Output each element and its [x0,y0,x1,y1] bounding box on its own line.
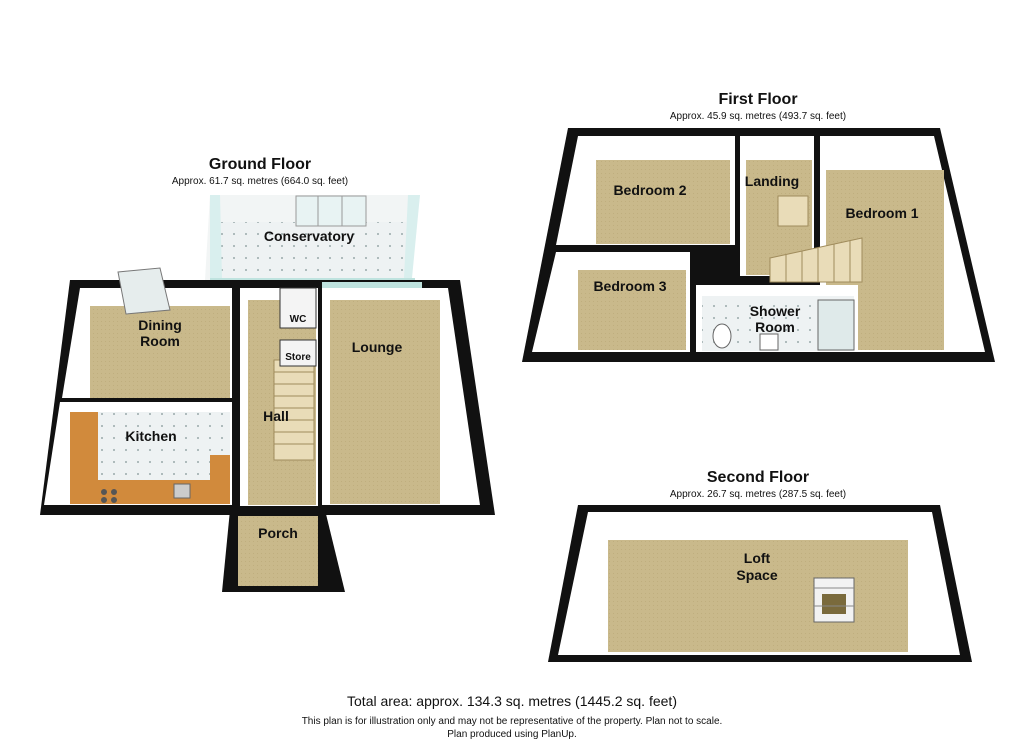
first-floor-title: First Floor [718,91,798,108]
bedroom-2 [556,136,735,245]
label-bedroom-3: Bedroom 3 [593,278,666,294]
loft-hatch-ladder [813,577,855,623]
label-loft-1: Loft [744,550,771,566]
label-conservatory: Conservatory [264,228,354,244]
label-dining-2: Room [140,333,180,349]
credit: Plan produced using PlanUp. [447,729,577,740]
label-landing: Landing [745,173,799,189]
label-bedroom-2: Bedroom 2 [613,182,686,198]
porch-room [222,510,345,592]
label-lounge: Lounge [352,339,403,355]
first-floor-plan [522,128,995,362]
first-floor-staircase [769,237,863,283]
bedroom-3 [532,252,690,352]
ground-floor-area: Approx. 61.7 sq. metres (664.0 sq. feet) [171,176,349,187]
ground-floor-title: Ground Floor [208,156,312,173]
second-floor-plan [548,505,972,662]
second-floor-title: Second Floor [706,469,810,486]
label-loft-2: Space [736,567,777,583]
label-store: Store [285,352,311,363]
total-area: Total area: approx. 134.3 sq. metres (14… [347,693,677,709]
label-hall: Hall [263,408,289,424]
first-floor-area: Approx. 45.9 sq. metres (493.7 sq. feet) [669,111,847,122]
ground-floor-plan [40,195,495,592]
hall-area [240,287,318,506]
label-bedroom-1: Bedroom 1 [845,205,918,221]
label-dining-1: Dining [138,317,182,333]
staircase [273,359,315,461]
kitchen-room [44,402,232,505]
second-floor-area: Approx. 26.7 sq. metres (287.5 sq. feet) [669,489,847,500]
shower-room [696,285,858,352]
label-porch: Porch [258,525,298,541]
disclaimer: This plan is for illustration only and m… [301,716,723,727]
label-shower-2: Room [755,319,795,335]
label-shower-1: Shower [750,303,801,319]
lounge-room [322,282,480,505]
label-wc: WC [290,314,307,325]
dining-room [62,267,232,398]
label-kitchen: Kitchen [125,428,176,444]
